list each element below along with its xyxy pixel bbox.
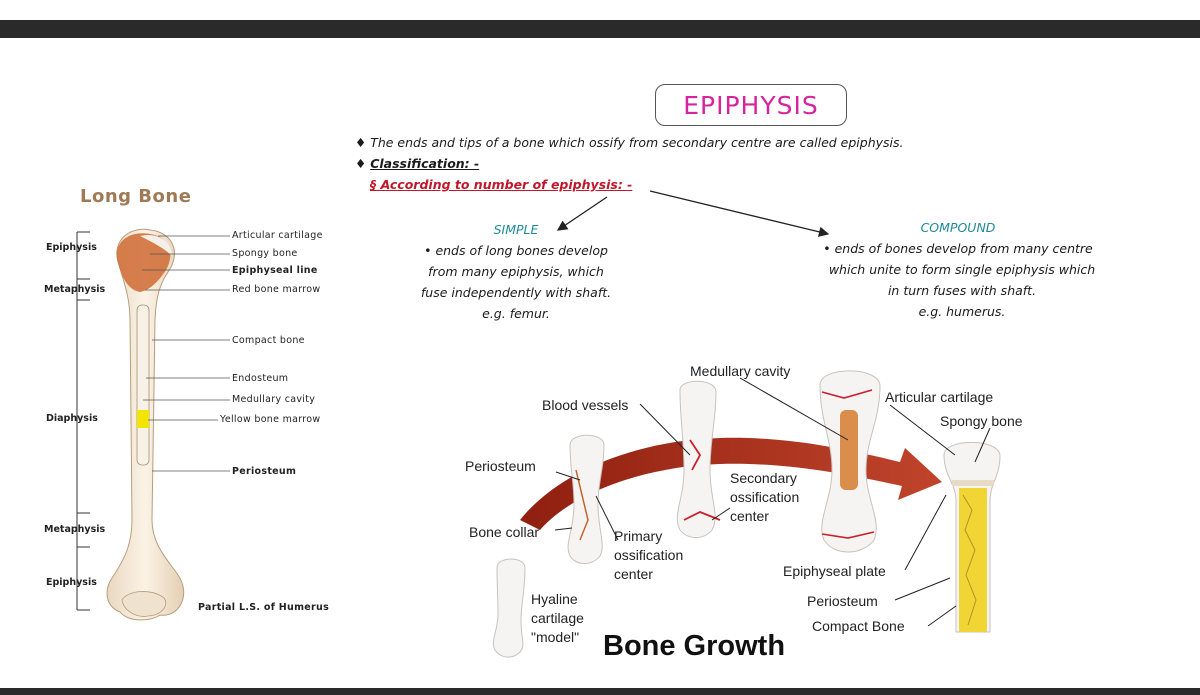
compound-line-2: which unite to form single epiphysis whi… [828,262,1096,277]
label-medullary-cavity-growth: Medullary cavity [690,363,791,379]
long-bone-title: Long Bone [80,186,192,207]
region-epiphysis-bottom: Epiphysis [46,577,97,588]
label-yellow-bone-marrow: Yellow bone marrow [220,414,321,425]
label-blood-vessels: Blood vessels [542,397,629,413]
region-metaphysis-bottom: Metaphysis [44,524,106,535]
top-bar [0,20,1200,38]
label-bone-collar: Bone collar [469,524,540,540]
label-hyaline-line-3: "model" [531,629,580,645]
classification-bullet: ♦ Classification: - [355,156,480,171]
label-spongy-bone-growth: Spongy bone [940,413,1023,429]
long-bone-illustration [76,228,230,621]
label-articular-cartilage: Articular cartilage [232,230,323,241]
label-medullary-cavity: Medullary cavity [232,394,316,405]
compound-heading: COMPOUND [920,220,996,235]
page-title: EPIPHYSIS [683,90,819,120]
slide [0,38,1200,688]
arrow-to-compound [649,190,830,237]
label-compact-bone-growth: Compact Bone [812,618,905,634]
definition-bullet: ♦ The ends and tips of a bone which ossi… [355,135,904,150]
bottom-bar [0,688,1200,695]
label-secondary-line-3: center [730,508,769,524]
label-spongy-bone: Spongy bone [232,248,298,259]
label-primary-line-1: Primary [614,528,663,544]
label-primary-line-2: ossification [614,547,684,563]
according-text: § According to number of epiphysis: - [370,177,633,192]
label-red-bone-marrow: Red bone marrow [232,284,321,295]
label-epiphyseal-line: Epiphyseal line [232,265,318,276]
label-partial-ls-humerus: Partial L.S. of Humerus [198,602,330,613]
label-articular-cartilage-growth: Articular cartilage [885,389,994,405]
label-periosteum-growth-2: Periosteum [807,593,878,609]
arrow-to-simple [556,196,608,231]
simple-heading: SIMPLE [493,222,539,237]
compound-line-3: in turn fuses with shaft. [887,283,1037,298]
label-hyaline-line-2: cartilage [531,610,584,626]
simple-line-2: from many epiphysis, which [428,264,604,279]
label-secondary-line-2: ossification [730,489,800,505]
classification-text: Classification: - [370,156,480,171]
region-diaphysis: Diaphysis [46,413,98,424]
label-hyaline-line-1: Hyaline [531,591,578,607]
label-compact-bone: Compact bone [232,335,305,346]
label-periosteum: Periosteum [232,466,297,477]
label-periosteum-growth: Periosteum [465,458,536,474]
title-box: EPIPHYSIS [655,84,847,126]
bone-growth-illustration [492,370,1001,658]
region-metaphysis-top: Metaphysis [44,284,106,295]
simple-line-3: fuse independently with shaft. [420,285,612,300]
label-secondary-line-1: Secondary [730,470,797,486]
bone-growth-title: Bone Growth [603,630,786,662]
label-epiphyseal-plate: Epiphyseal plate [783,563,886,579]
label-endosteum: Endosteum [232,373,289,384]
definition-text: The ends and tips of a bone which ossify… [370,135,904,150]
simple-line-1: • ends of long bones develop [424,243,608,258]
compound-line-1: • ends of bones develop from many centre [823,241,1093,256]
label-primary-line-3: center [614,566,653,582]
compound-line-4: e.g. humerus. [918,304,1006,319]
region-epiphysis-top: Epiphysis [46,242,97,253]
simple-line-4: e.g. femur. [482,306,550,321]
